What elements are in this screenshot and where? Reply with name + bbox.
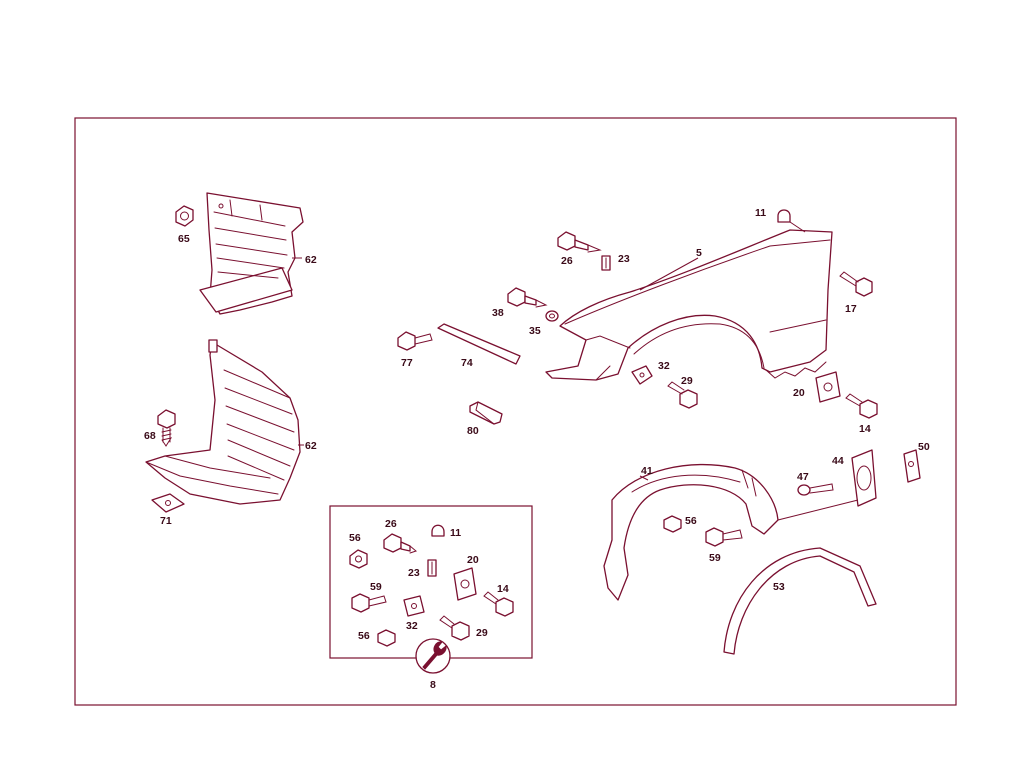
part-59-screw: [705, 527, 743, 547]
part-14-bolt: [845, 393, 878, 419]
kit-label-11: 11: [450, 527, 461, 539]
label-53: 53: [773, 581, 785, 593]
part-47-screw: [797, 483, 834, 496]
part-56-nut: [663, 515, 682, 533]
kit-label-26: 26: [385, 518, 397, 530]
part-38-screw: [507, 287, 548, 308]
label-44: 44: [832, 455, 844, 467]
kit-label-29: 29: [476, 627, 488, 639]
label-17: 17: [845, 303, 857, 315]
part-26-screw: [557, 231, 602, 253]
label-50: 50: [918, 441, 930, 453]
part-32-clip: [631, 365, 653, 385]
label-35: 35: [529, 325, 541, 337]
kit-label-56a: 56: [349, 532, 361, 544]
label-62-lower: 62: [305, 440, 317, 452]
label-41: 41: [641, 465, 653, 477]
label-29: 29: [681, 375, 693, 387]
label-14: 14: [859, 423, 871, 435]
part-62-lower-air-guide: [145, 339, 301, 505]
label-80: 80: [467, 425, 479, 437]
part-71-clip: [151, 493, 185, 513]
part-41-wheelhouse-liner: [603, 463, 779, 601]
part-65-nut: [175, 205, 194, 227]
part-80-block: [469, 401, 503, 425]
label-68: 68: [144, 430, 156, 442]
kit-part-11-cap-nut: [431, 524, 445, 537]
kit-label-23: 23: [408, 567, 420, 579]
label-5: 5: [696, 247, 702, 259]
label-74: 74: [461, 357, 473, 369]
part-50-clip: [903, 449, 921, 483]
part-23-clip: [601, 255, 611, 271]
kit-label-32: 32: [406, 620, 418, 632]
label-38: 38: [492, 307, 504, 319]
label-47: 47: [797, 471, 809, 483]
part-29-screw: [667, 381, 698, 409]
kit-label-59: 59: [370, 581, 382, 593]
part-5-fender: [545, 229, 833, 381]
part-11-cap-nut: [777, 209, 791, 223]
kit-part-23-clip: [427, 559, 437, 577]
label-11: 11: [755, 207, 766, 219]
wrench-icon: [415, 638, 451, 674]
kit-label-56b: 56: [358, 630, 370, 642]
label-77: 77: [401, 357, 413, 369]
label-32: 32: [658, 360, 670, 372]
kit-part-14-bolt: [483, 591, 514, 617]
kit-part-59-screw: [351, 593, 387, 613]
part-53-wheel-arch-trim: [723, 547, 877, 655]
kit-part-26-screw: [383, 533, 418, 554]
kit-part-20-nut-bracket: [453, 567, 477, 601]
diagram-frame: [74, 117, 957, 706]
label-56: 56: [685, 515, 697, 527]
part-35-washer: [545, 310, 559, 322]
label-59: 59: [709, 552, 721, 564]
part-68-screw: [157, 409, 176, 447]
label-71: 71: [160, 515, 172, 527]
part-44-grommet: [851, 449, 877, 507]
part-77-screw: [397, 331, 433, 351]
label-20: 20: [793, 387, 805, 399]
part-62-upper-air-guide: [199, 192, 304, 315]
label-23: 23: [618, 253, 630, 265]
kit-part-56-nut-b: [377, 629, 396, 647]
kit-part-56-nut: [349, 549, 368, 569]
kit-part-29-screw: [439, 615, 470, 641]
label-62-upper: 62: [305, 254, 317, 266]
kit-label-8: 8: [430, 679, 436, 691]
label-65: 65: [178, 233, 190, 245]
kit-label-20: 20: [467, 554, 479, 566]
label-26: 26: [561, 255, 573, 267]
part-17-screw: [839, 271, 873, 297]
part-20-nut-bracket: [815, 371, 841, 403]
kit-part-32-clip: [403, 595, 425, 617]
kit-label-14: 14: [497, 583, 509, 595]
part-74-strip: [437, 323, 521, 365]
